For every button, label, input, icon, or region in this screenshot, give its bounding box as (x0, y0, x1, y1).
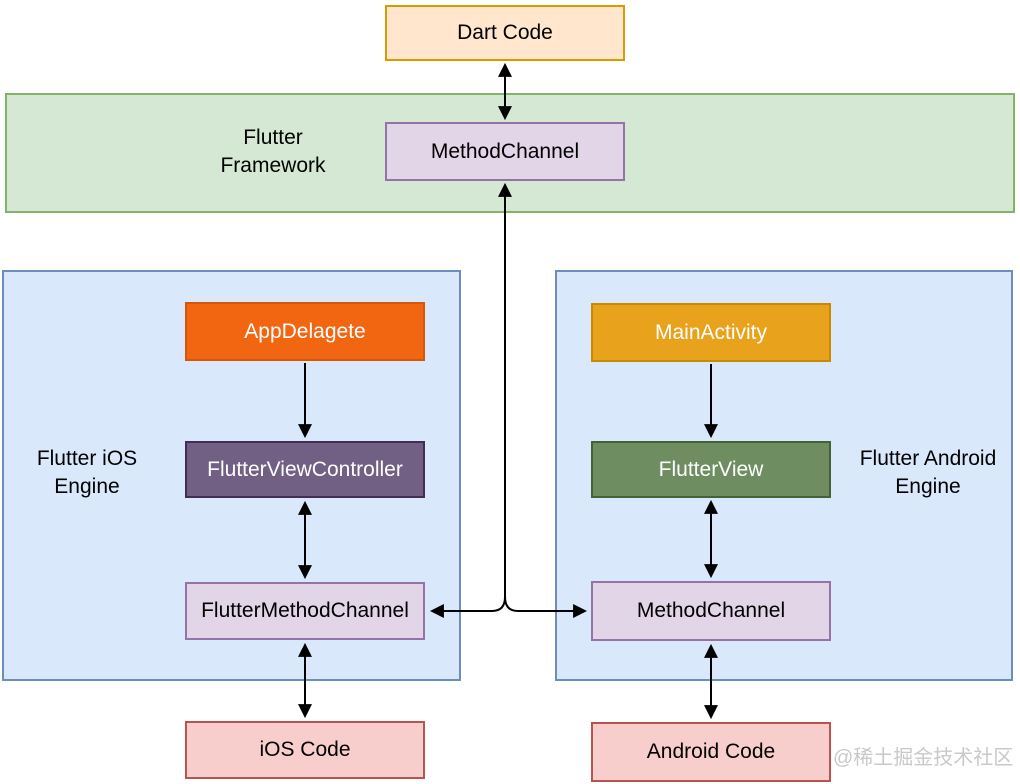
main-activity-node: MainActivity (591, 303, 831, 362)
flutter-view-node: FlutterView (591, 441, 831, 498)
ios-code-node: iOS Code (185, 721, 425, 779)
flutter-ios-engine-label: Flutter iOS Engine (36, 447, 138, 498)
watermark-text: @稀土掘金技术社区 (833, 747, 1014, 769)
method-channel-framework-node: MethodChannel (385, 122, 625, 181)
flutter-android-engine-label: Flutter Android Engine (859, 447, 997, 498)
app-delagete-node: AppDelagete (185, 302, 425, 361)
method-channel-android-node: MethodChannel (591, 581, 831, 641)
android-code-node: Android Code (591, 722, 831, 782)
flutter-framework-label: Flutter Framework (220, 126, 326, 177)
flutter-view-controller-node: FlutterViewController (185, 441, 425, 498)
dart-code-node: Dart Code (385, 5, 625, 61)
flutter-method-channel-node: FlutterMethodChannel (185, 582, 425, 640)
